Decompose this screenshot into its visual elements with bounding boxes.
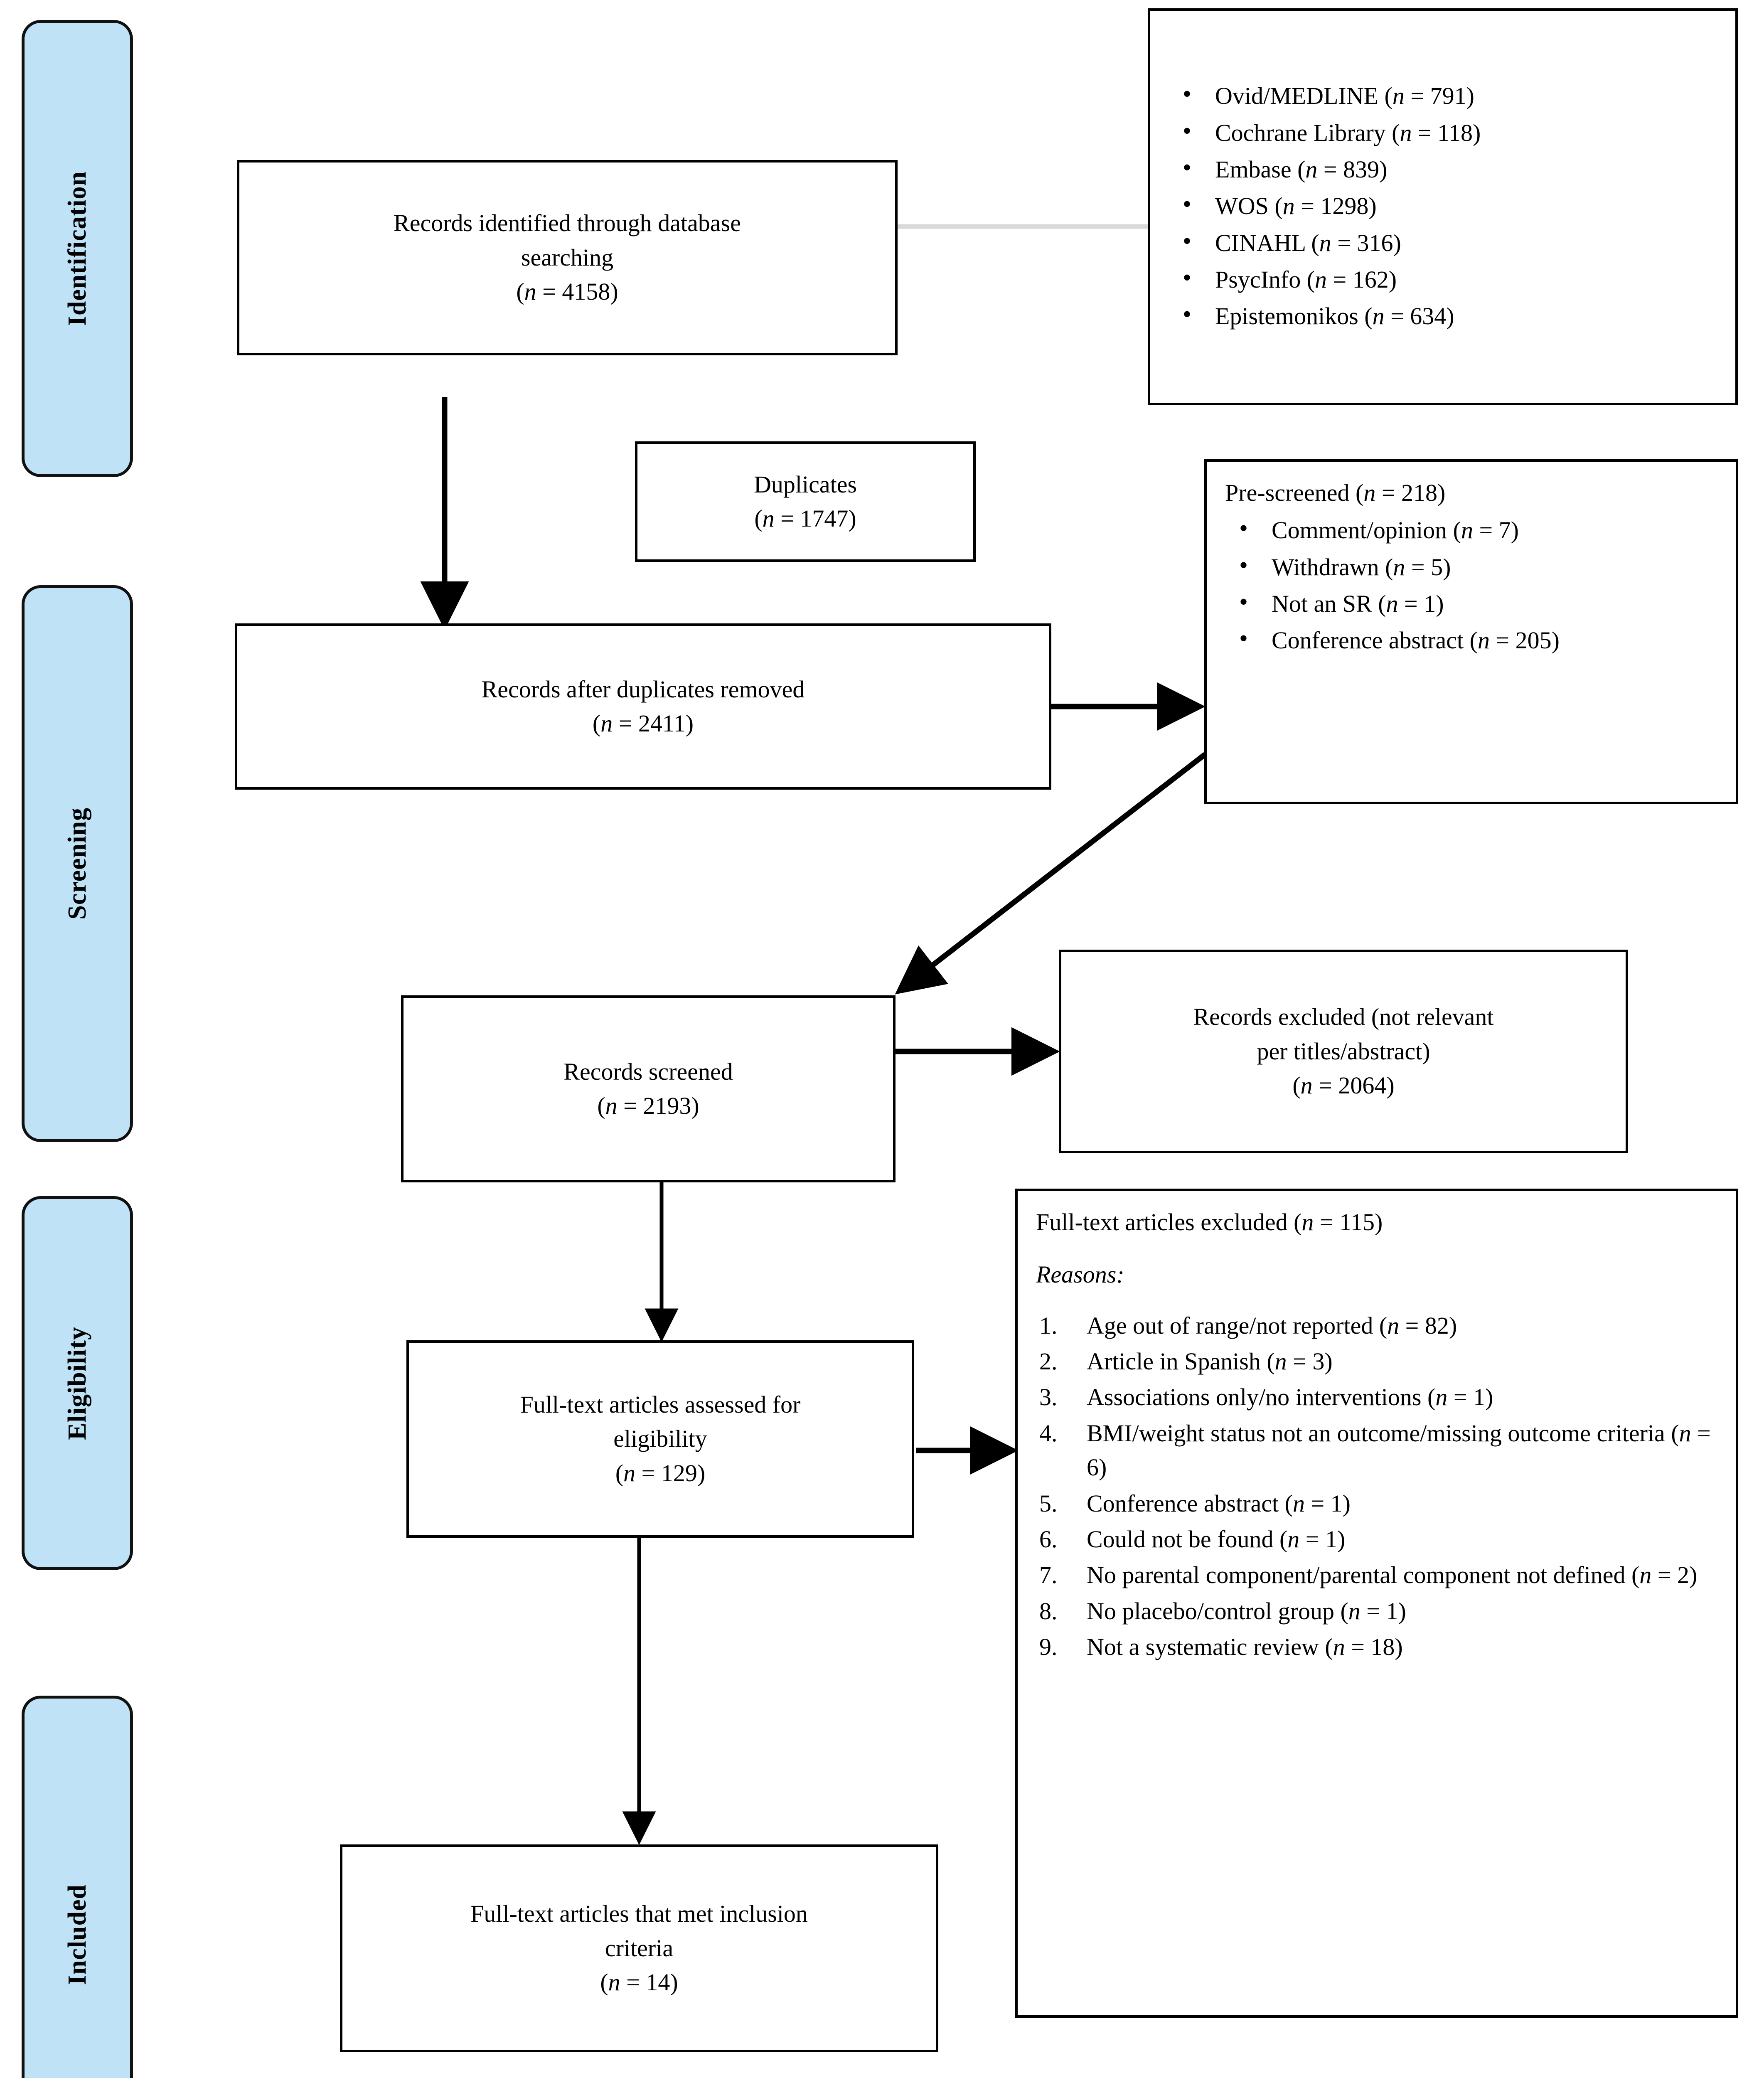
box-prescreened: Pre-screened (n = 218) Comment/opinion (… bbox=[1204, 459, 1738, 804]
database-source-label: Embase (n = 839) bbox=[1215, 155, 1388, 183]
box-duplicates: Duplicates (n = 1747) bbox=[635, 441, 976, 562]
records-identified-line2: searching bbox=[521, 244, 614, 271]
fulltext-assessed-line1: Full-text articles assessed for bbox=[520, 1391, 801, 1418]
list-item: Ovid/MEDLINE (n = 791) bbox=[1169, 76, 1723, 113]
phase-label-screening-text: Screening bbox=[63, 808, 91, 920]
fulltext-excluded-reasons-list: Age out of range/not reported (n = 82) A… bbox=[1036, 1309, 1723, 1664]
phase-label-included: Included bbox=[22, 1696, 133, 2078]
records-after-duplicates-count: (n = 2411) bbox=[592, 710, 694, 737]
database-source-label: Epistemonikos (n = 634) bbox=[1215, 303, 1454, 330]
exclusion-reason: No placebo/control group (n = 1) bbox=[1087, 1597, 1406, 1625]
box-records-screened: Records screened (n = 2193) bbox=[401, 995, 896, 1182]
included-line1: Full-text articles that met inclusion bbox=[470, 1900, 808, 1928]
list-item: Article in Spanish (n = 3) bbox=[1036, 1344, 1723, 1379]
list-item: Withdrawn (n = 5) bbox=[1225, 548, 1723, 584]
prescreened-heading: Pre-screened (n = 218) bbox=[1225, 479, 1446, 506]
box-included-articles: Full-text articles that met inclusion cr… bbox=[340, 1844, 938, 2052]
records-identified-line1: Records identified through database bbox=[394, 209, 741, 237]
records-after-duplicates-label: Records after duplicates removed bbox=[481, 675, 805, 703]
phase-label-included-text: Included bbox=[63, 1884, 91, 1985]
box-records-identified: Records identified through database sear… bbox=[237, 160, 898, 355]
list-item: No parental component/parental component… bbox=[1036, 1558, 1723, 1593]
prescreened-reason: Not an SR (n = 1) bbox=[1272, 590, 1444, 618]
database-source-label: PsycInfo (n = 162) bbox=[1215, 266, 1397, 293]
list-item: CINAHL (n = 316) bbox=[1169, 224, 1723, 260]
database-source-label: Ovid/MEDLINE (n = 791) bbox=[1215, 82, 1474, 110]
list-item: Could not be found (n = 1) bbox=[1036, 1522, 1723, 1557]
phase-label-eligibility-text: Eligibility bbox=[63, 1326, 91, 1440]
fulltext-excluded-heading: Full-text articles excluded (n = 115) bbox=[1036, 1209, 1383, 1236]
list-item: BMI/weight status not an outcome/missing… bbox=[1036, 1416, 1723, 1485]
exclusion-reason: Conference abstract (n = 1) bbox=[1087, 1490, 1351, 1517]
records-excluded-count: (n = 2064) bbox=[1292, 1072, 1395, 1099]
records-identified-count: (n = 4158) bbox=[516, 278, 618, 305]
list-item: Embase (n = 839) bbox=[1169, 150, 1723, 187]
box-records-excluded: Records excluded (not relevant per title… bbox=[1059, 950, 1628, 1153]
database-sources-list: Ovid/MEDLINE (n = 791) Cochrane Library … bbox=[1169, 76, 1723, 336]
database-source-label: CINAHL (n = 316) bbox=[1215, 229, 1401, 256]
included-line2: criteria bbox=[605, 1934, 674, 1962]
records-excluded-line2: per titles/abstract) bbox=[1257, 1037, 1430, 1065]
box-records-after-duplicates: Records after duplicates removed (n = 24… bbox=[235, 623, 1051, 790]
list-item: Conference abstract (n = 1) bbox=[1036, 1487, 1723, 1521]
list-item: Epistemonikos (n = 634) bbox=[1169, 297, 1723, 333]
exclusion-reason: No parental component/parental component… bbox=[1087, 1561, 1698, 1589]
list-item: Not an SR (n = 1) bbox=[1225, 584, 1723, 621]
phase-label-identification-text: Identification bbox=[63, 171, 91, 326]
fulltext-excluded-reasons-label: Reasons: bbox=[1036, 1261, 1124, 1288]
exclusion-reason: Associations only/no interventions (n = … bbox=[1087, 1384, 1493, 1411]
included-count: (n = 14) bbox=[600, 1969, 678, 1996]
list-item: Comment/opinion (n = 7) bbox=[1225, 511, 1723, 547]
records-screened-label: Records screened bbox=[563, 1058, 733, 1085]
list-item: Not a systematic review (n = 18) bbox=[1036, 1630, 1723, 1664]
duplicates-count: (n = 1747) bbox=[754, 505, 856, 532]
phase-label-identification: Identification bbox=[22, 20, 133, 477]
records-screened-count: (n = 2193) bbox=[597, 1092, 699, 1119]
database-source-label: WOS (n = 1298) bbox=[1215, 192, 1377, 220]
list-item: WOS (n = 1298) bbox=[1169, 187, 1723, 223]
phase-label-screening: Screening bbox=[22, 585, 133, 1142]
exclusion-reason: Not a systematic review (n = 18) bbox=[1087, 1633, 1403, 1660]
box-fulltext-excluded: Full-text articles excluded (n = 115) Re… bbox=[1015, 1189, 1738, 2018]
prescreened-reason: Comment/opinion (n = 7) bbox=[1272, 517, 1519, 544]
exclusion-reason: Article in Spanish (n = 3) bbox=[1087, 1348, 1333, 1375]
box-database-sources: Ovid/MEDLINE (n = 791) Cochrane Library … bbox=[1148, 8, 1738, 405]
list-item: Age out of range/not reported (n = 82) bbox=[1036, 1309, 1723, 1343]
list-item: No placebo/control group (n = 1) bbox=[1036, 1594, 1723, 1629]
box-fulltext-assessed: Full-text articles assessed for eligibil… bbox=[406, 1340, 914, 1538]
prescreened-reason: Conference abstract (n = 205) bbox=[1272, 627, 1560, 654]
records-excluded-line1: Records excluded (not relevant bbox=[1193, 1003, 1494, 1031]
exclusion-reason: Could not be found (n = 1) bbox=[1087, 1525, 1346, 1553]
exclusion-reason: BMI/weight status not an outcome/missing… bbox=[1087, 1419, 1711, 1481]
phase-label-eligibility: Eligibility bbox=[22, 1196, 133, 1570]
list-item: Cochrane Library (n = 118) bbox=[1169, 113, 1723, 150]
exclusion-reason: Age out of range/not reported (n = 82) bbox=[1087, 1312, 1457, 1339]
list-item: PsycInfo (n = 162) bbox=[1169, 260, 1723, 297]
fulltext-assessed-line2: eligibility bbox=[613, 1425, 707, 1453]
list-item: Conference abstract (n = 205) bbox=[1225, 621, 1723, 657]
database-source-label: Cochrane Library (n = 118) bbox=[1215, 119, 1481, 146]
duplicates-label: Duplicates bbox=[753, 470, 857, 498]
fulltext-assessed-count: (n = 129) bbox=[615, 1459, 706, 1487]
prescreened-list: Comment/opinion (n = 7) Withdrawn (n = 5… bbox=[1225, 511, 1723, 657]
list-item: Associations only/no interventions (n = … bbox=[1036, 1380, 1723, 1415]
prescreened-reason: Withdrawn (n = 5) bbox=[1272, 553, 1451, 581]
